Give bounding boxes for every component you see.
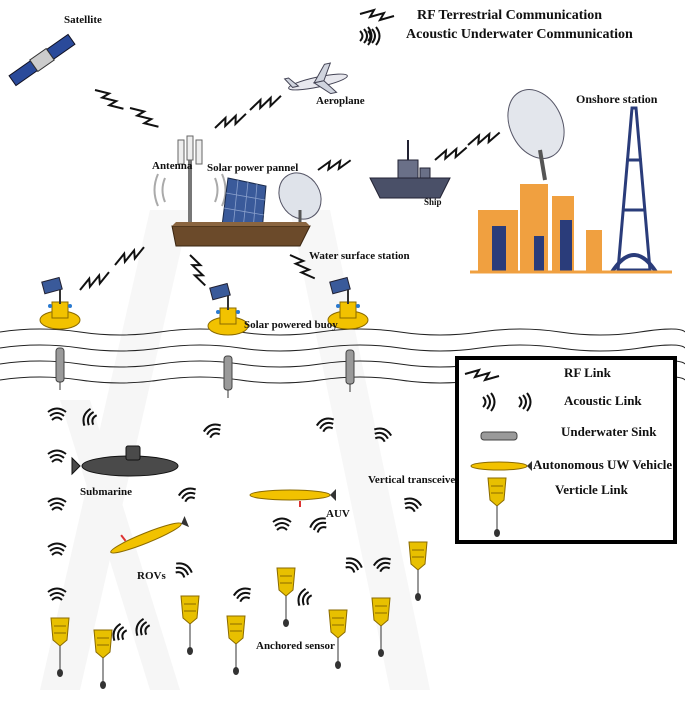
anchored-sensor-5 [276,567,296,628]
satellite-label: Satellite [64,14,102,26]
anchored-sensor-3 [180,595,200,656]
auv-legend-icon [470,461,532,471]
rf-legend-icon [359,9,395,21]
anchored-sensor-2 [93,629,113,690]
vertical-link-legend-icon [487,477,507,538]
onshore-station-icon [470,89,672,274]
buoy-2 [207,282,249,336]
sink-legend-icon [480,431,518,441]
legend-rf-link: RF Link [564,365,611,380]
ship-icon [369,140,451,199]
aeroplane-icon [283,62,348,95]
anchored-sensor-label: Anchored sensor [256,640,335,652]
antenna-tower-icon [153,135,227,225]
rf-link-ship-onshore [432,126,503,167]
aeroplane-label: Aeroplane [316,95,365,107]
rf-link-station-buoy2 [183,252,212,289]
rf-terrestrial-label: RF Terrestrial Communication [417,8,603,23]
solar-buoy-label: Solar powered buoy [244,319,338,331]
satellite-icon [8,33,76,87]
auv-icon [249,489,336,507]
acoustic-link-legend-icon [482,392,532,412]
legend-auv: Autonomous UW Vehicle [533,457,673,472]
legend-underwater-sink: Underwater Sink [561,424,657,439]
underwater-sink-1 [55,347,65,391]
underwater-sink-2 [223,355,233,399]
rf-link-antenna-aeroplane [212,89,284,135]
submarine-icon [71,445,179,477]
anchored-sensor-8 [408,541,428,602]
solar-panel-label: Solar power pannel [207,162,299,174]
water-surface-station-label: Water surface station [309,250,410,262]
vertical-transceiver-label: Vertical transceiver [368,474,461,486]
acoustic-legend-icon [359,26,381,46]
rf-link-legend-icon [464,369,500,381]
legend-box: RF Link Acoustic Link Underwater Sink Au… [455,356,677,544]
legend-icons [464,369,532,538]
rf-link-station-ship [315,153,354,177]
submarine-label: Submarine [80,486,132,498]
anchored-sensor-4 [226,615,246,676]
onshore-station-label: Onshore station [576,92,658,106]
antenna-label: Antenna [152,160,193,172]
acoustic-underwater-label: Acoustic Underwater Communication [406,27,633,42]
water-surface-station-platform [171,222,311,247]
auv-label: AUV [326,508,350,520]
buoy-1 [39,276,81,330]
rovs-label: ROVs [137,570,166,582]
rf-link-satellite-antenna [91,85,163,132]
ship-label: Ship [424,197,442,207]
legend-acoustic-link: Acoustic Link [564,393,642,408]
satellite-dish-icon [278,172,322,228]
legend-vertical-link: Verticle Link [555,482,628,497]
rov-icon [110,515,190,554]
